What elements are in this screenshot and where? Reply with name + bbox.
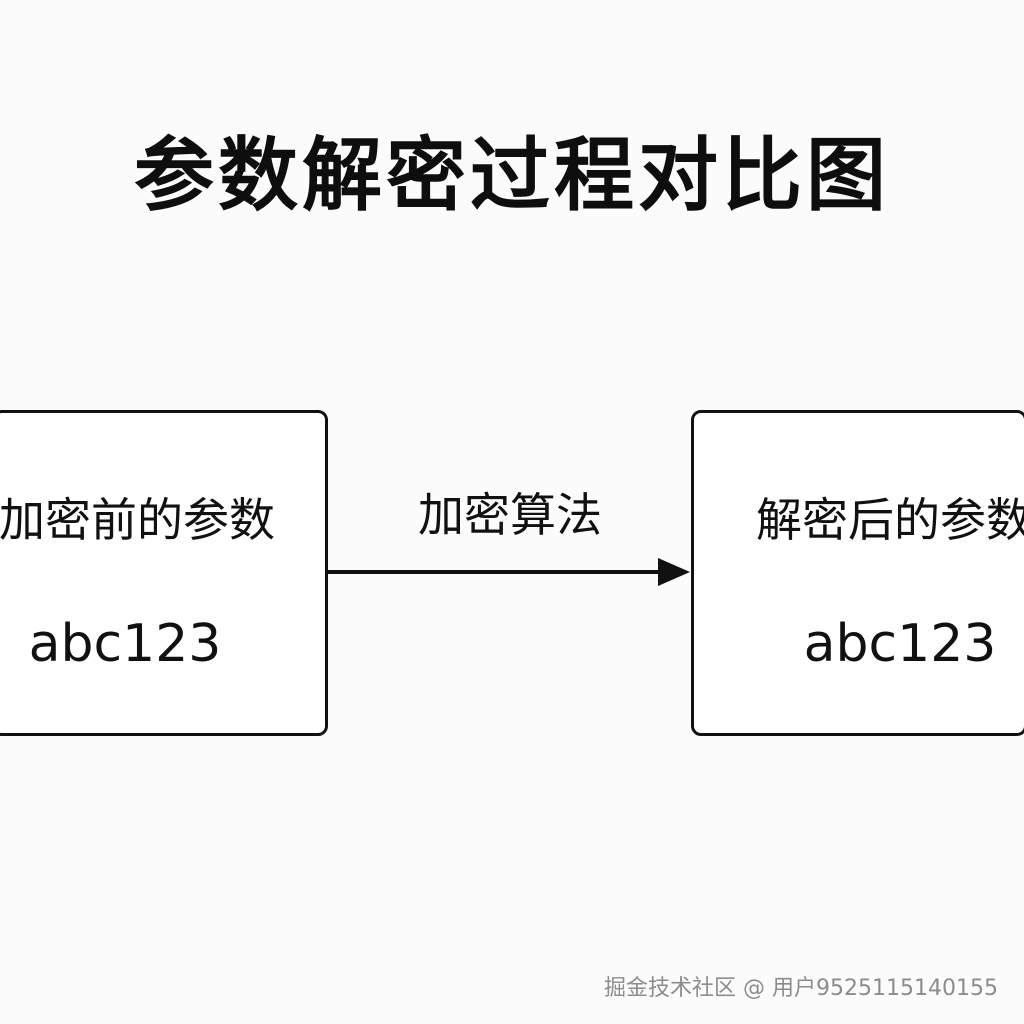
arrow-head [658,558,690,586]
before-encryption-box: 加密前的参数 abc123 [0,410,328,736]
diagram-title: 参数解密过程对比图 [134,129,890,222]
arrow-right-icon [328,558,690,586]
arrow-label: 加密算法 [418,488,602,542]
before-encryption-label: 加密前的参数 [0,493,275,547]
watermark: 掘金技术社区 @ 用户9525115140155 [604,976,998,1001]
after-decryption-label: 解密后的参数 [756,493,1024,547]
after-decryption-box: 解密后的参数 abc123 [691,410,1024,736]
after-decryption-value: abc123 [803,614,997,674]
before-encryption-value: abc123 [28,614,222,674]
